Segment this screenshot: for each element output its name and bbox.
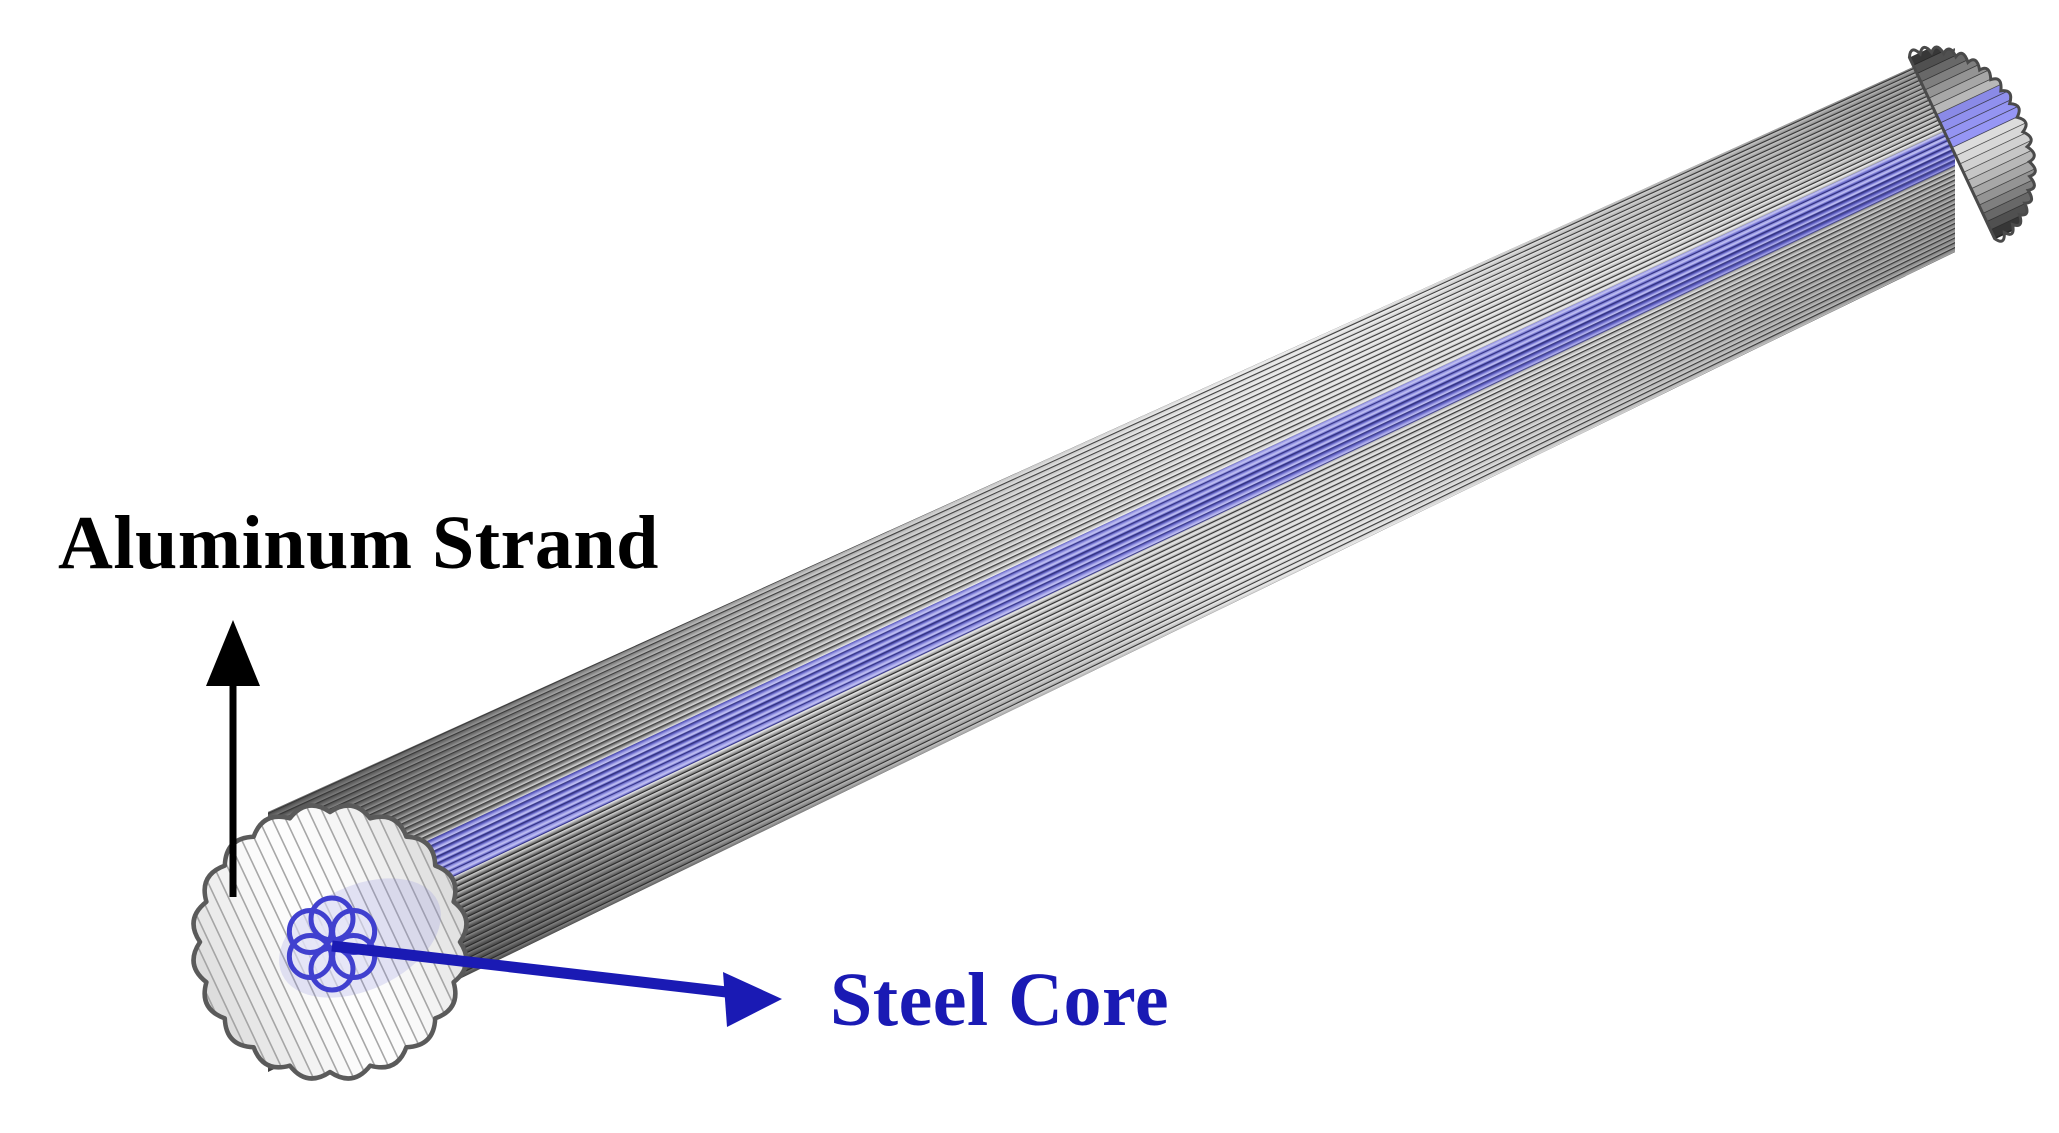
aluminum-strand-arrow — [206, 620, 260, 897]
steel-core-arrow — [331, 940, 782, 1027]
aluminum-strand-label: Aluminum Strand — [58, 501, 659, 585]
steel-core-flower — [286, 895, 378, 993]
steel-core-band — [268, 106, 1955, 987]
aluminum-strand-group — [268, 48, 1955, 948]
steel-core-label: Steel Core — [830, 958, 1170, 1042]
